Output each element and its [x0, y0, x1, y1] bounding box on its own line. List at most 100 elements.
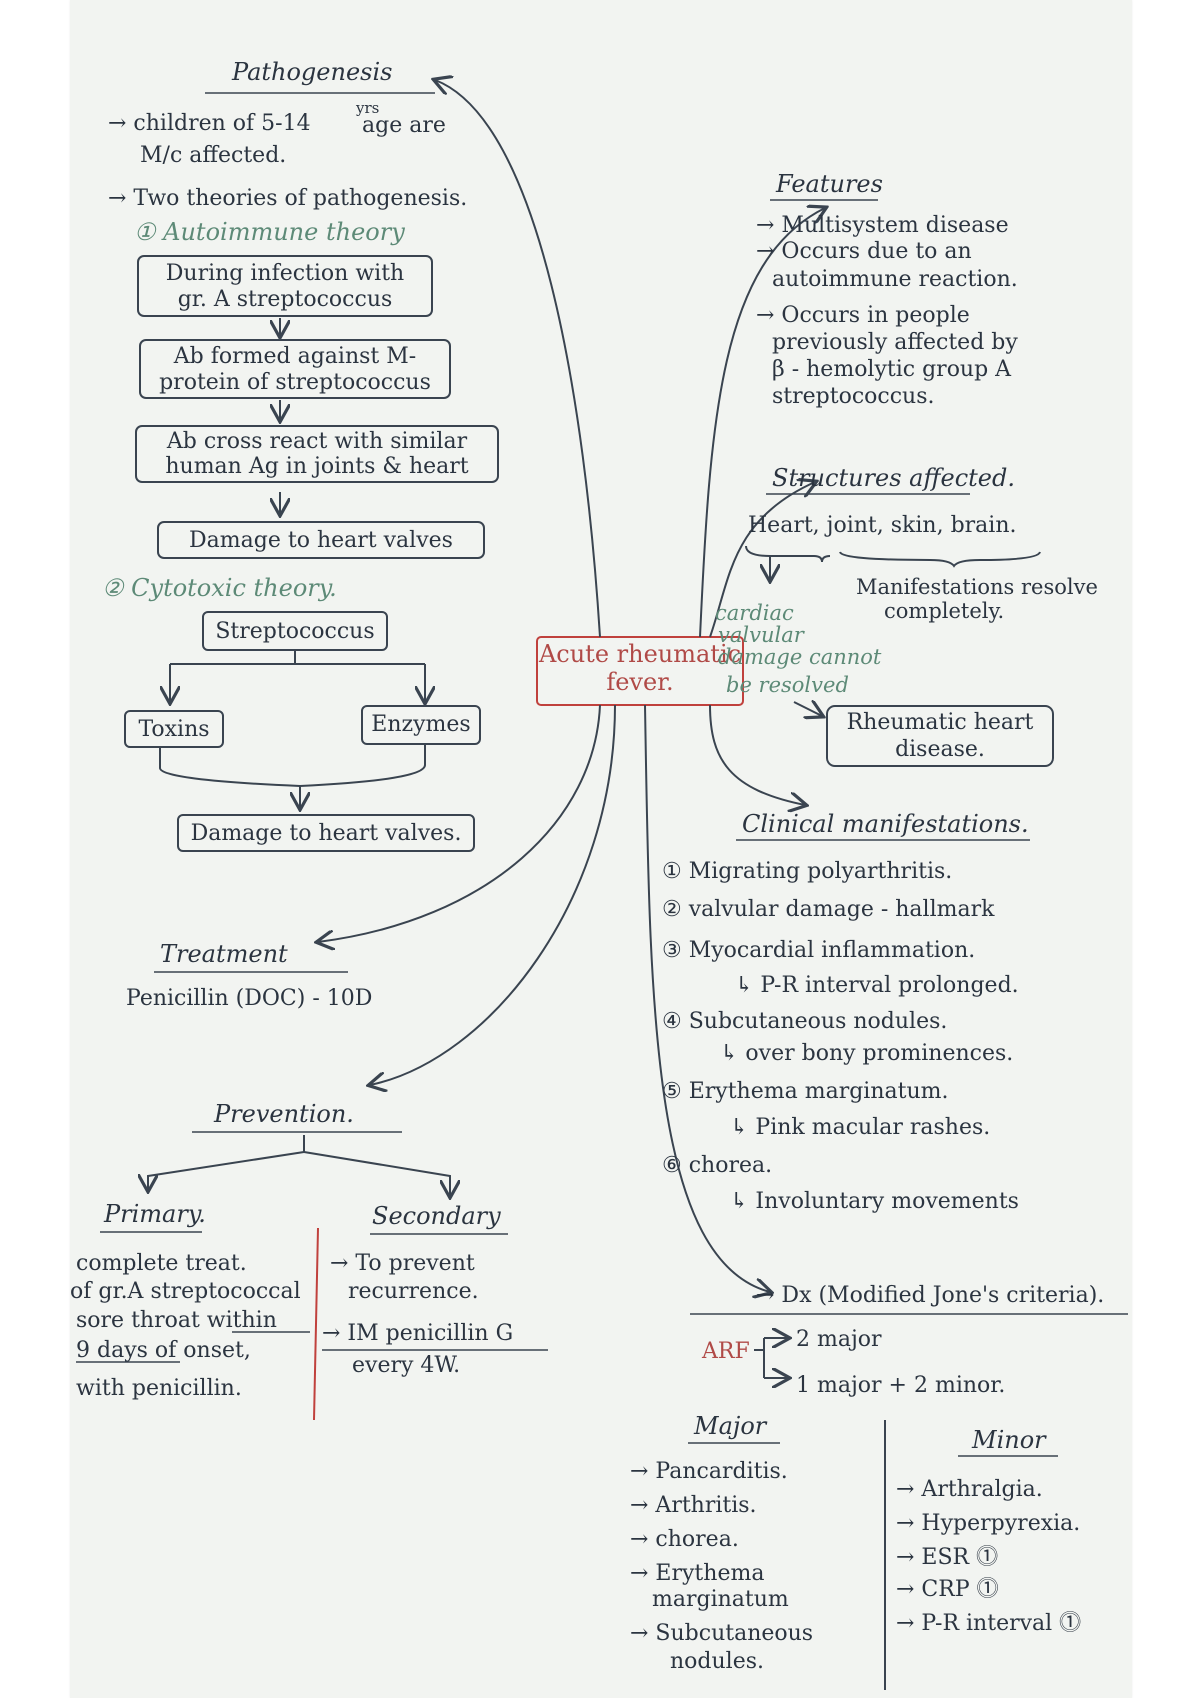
treatment-text: Penicillin (DOC) - 10D	[126, 986, 372, 1011]
autoimmune-box-4	[157, 521, 485, 559]
pathogenesis-p1-a: → children of 5-14	[108, 111, 311, 136]
mind-map: Acute rheumatic fever. Pathogenesis → ch…	[70, 58, 1128, 1690]
clinical-item-6-sub: ↳ Involuntary movements	[730, 1189, 1019, 1214]
features-line2: → Occurs due to an	[756, 239, 972, 264]
major-item-4: → Erythema	[630, 1561, 764, 1586]
features-line6: β - hemolytic group A	[772, 357, 1012, 382]
prevention-title: Prevention.	[213, 1100, 354, 1128]
cardiac-note-1: cardiac	[715, 601, 794, 625]
rhd-box	[826, 705, 1054, 767]
dx-option-2: 1 major + 2 minor.	[796, 1373, 1005, 1398]
pathogenesis-p1-b: age are	[362, 113, 446, 138]
primary-line1: complete treat.	[76, 1251, 247, 1276]
notes-page: Acute rheumatic fever. Pathogenesis → ch…	[70, 0, 1132, 1698]
cardiac-note-2: valvular	[718, 623, 806, 647]
structures-title: Structures affected.	[772, 464, 1015, 492]
primary-line2: of gr.A streptococcal	[70, 1279, 301, 1304]
cytotoxic-result: Damage to heart valves.	[191, 821, 462, 846]
autoimmune-title: ① Autoimmune theory	[134, 218, 405, 246]
prevention-divider	[313, 1227, 319, 1421]
features-line3: autoimmune reaction.	[772, 267, 1018, 292]
pathogenesis-p1-yrs: yrs	[355, 99, 379, 117]
features-line7: streptococcus.	[772, 384, 935, 409]
treatment-title: Treatment	[160, 940, 288, 968]
major-item-2: → Arthritis.	[630, 1493, 757, 1518]
autoimmune-box-3	[135, 425, 499, 483]
cytotoxic-enzymes-box	[361, 705, 481, 745]
clinical-item-5-sub: ↳ Pink macular rashes.	[730, 1115, 990, 1140]
clinical-item-2: ② valvular damage - hallmark	[662, 897, 995, 922]
cytotoxic-result-box	[177, 814, 475, 852]
minor-item-5: → P-R interval ⓵	[896, 1611, 1081, 1636]
secondary-title: Secondary	[372, 1202, 501, 1230]
clinical-item-4-sub: ↳ over bony prominences.	[720, 1041, 1013, 1066]
major-item-1: → Pancarditis.	[630, 1459, 788, 1484]
cytotoxic-root: Streptococcus	[215, 619, 374, 644]
secondary-line1: → To prevent	[330, 1251, 475, 1276]
structures-resolve-1: Manifestations resolve	[856, 575, 1098, 599]
minor-item-2: → Hyperpyrexia.	[896, 1511, 1080, 1536]
cytotoxic-toxins-box	[124, 710, 224, 748]
dx-arf: ARF	[701, 1339, 750, 1364]
secondary-line2: recurrence.	[348, 1279, 479, 1304]
major-item-5b: nodules.	[670, 1649, 764, 1674]
features-line5: previously affected by	[772, 330, 1018, 355]
major-item-3: → chorea.	[630, 1527, 739, 1552]
clinical-item-5: ⑤ Erythema marginatum.	[662, 1079, 948, 1104]
center-node-box	[536, 636, 744, 706]
clinical-item-1: ① Migrating polyarthritis.	[662, 859, 952, 884]
autoimmune-box-1	[137, 255, 433, 317]
major-title: Major	[693, 1412, 768, 1440]
autoimmune-box-4-line1: Damage to heart valves	[189, 528, 453, 553]
minor-title: Minor	[971, 1426, 1047, 1454]
clinical-title: Clinical manifestations.	[742, 810, 1029, 838]
minor-item-4: → CRP ⓵	[896, 1577, 999, 1602]
major-item-5: → Subcutaneous	[630, 1621, 813, 1646]
primary-line4: 9 days of onset,	[76, 1338, 251, 1363]
minor-item-3: → ESR ⓵	[896, 1545, 998, 1570]
features-line4: → Occurs in people	[756, 303, 970, 328]
features-line1: → Multisystem disease	[756, 213, 1009, 238]
pathogenesis-p1-c: M/c affected.	[140, 143, 286, 168]
rhd-line2: disease.	[895, 737, 985, 762]
structures-resolve-2: completely.	[884, 599, 1004, 623]
connector-dx	[644, 704, 770, 1292]
dx-title: → Dx (Modified Jone's criteria).	[756, 1283, 1104, 1308]
cytotoxic-title: ② Cytotoxic theory.	[102, 574, 337, 602]
connector-prevention	[370, 704, 616, 1085]
dx-option-1: 2 major	[796, 1327, 882, 1352]
minor-item-1: → Arthralgia.	[896, 1477, 1043, 1502]
autoimmune-box-2-line2: protein of streptococcus	[159, 370, 431, 395]
autoimmune-box-2-line1: Ab formed against M-	[173, 344, 416, 369]
autoimmune-box-1-line1: During infection with	[166, 261, 404, 286]
rhd-line1: Rheumatic heart	[847, 710, 1034, 735]
connector-structures	[709, 482, 815, 638]
primary-line5: with penicillin.	[76, 1376, 242, 1401]
autoimmune-box-3-line1: Ab cross react with similar	[166, 429, 468, 454]
cytotoxic-enzymes: Enzymes	[371, 712, 470, 737]
secondary-line3: → IM penicillin G	[322, 1321, 513, 1346]
connector-features	[699, 208, 825, 638]
primary-title: Primary.	[103, 1200, 206, 1228]
pathogenesis-title: Pathogenesis	[231, 58, 392, 86]
clinical-item-4: ④ Subcutaneous nodules.	[662, 1009, 947, 1034]
cardiac-note-3: damage cannot	[718, 645, 882, 669]
clinical-item-3: ③ Myocardial inflammation.	[662, 938, 975, 963]
autoimmune-box-1-line2: gr. A streptococcus	[178, 287, 393, 312]
features-title: Features	[775, 170, 883, 198]
autoimmune-box-2	[139, 339, 451, 399]
autoimmune-box-3-line2: human Ag in joints & heart	[165, 454, 468, 479]
primary-line3: sore throat within	[76, 1308, 277, 1333]
clinical-item-6: ⑥ chorea.	[662, 1153, 772, 1178]
secondary-line4: every 4W.	[352, 1353, 460, 1378]
pathogenesis-p2: → Two theories of pathogenesis.	[108, 186, 467, 211]
connector-treatment	[318, 704, 601, 942]
center-node-line2: fever.	[606, 668, 673, 696]
cytotoxic-toxins: Toxins	[138, 717, 209, 742]
structures-list: Heart, joint, skin, brain.	[748, 513, 1017, 538]
connector-pathogenesis	[435, 80, 601, 638]
connector-clinical	[709, 704, 805, 805]
clinical-item-3-sub: ↳ P-R interval prolonged.	[735, 973, 1019, 998]
center-node-line1: Acute rheumatic	[538, 640, 741, 668]
cardiac-note-4: be resolved	[726, 673, 849, 697]
